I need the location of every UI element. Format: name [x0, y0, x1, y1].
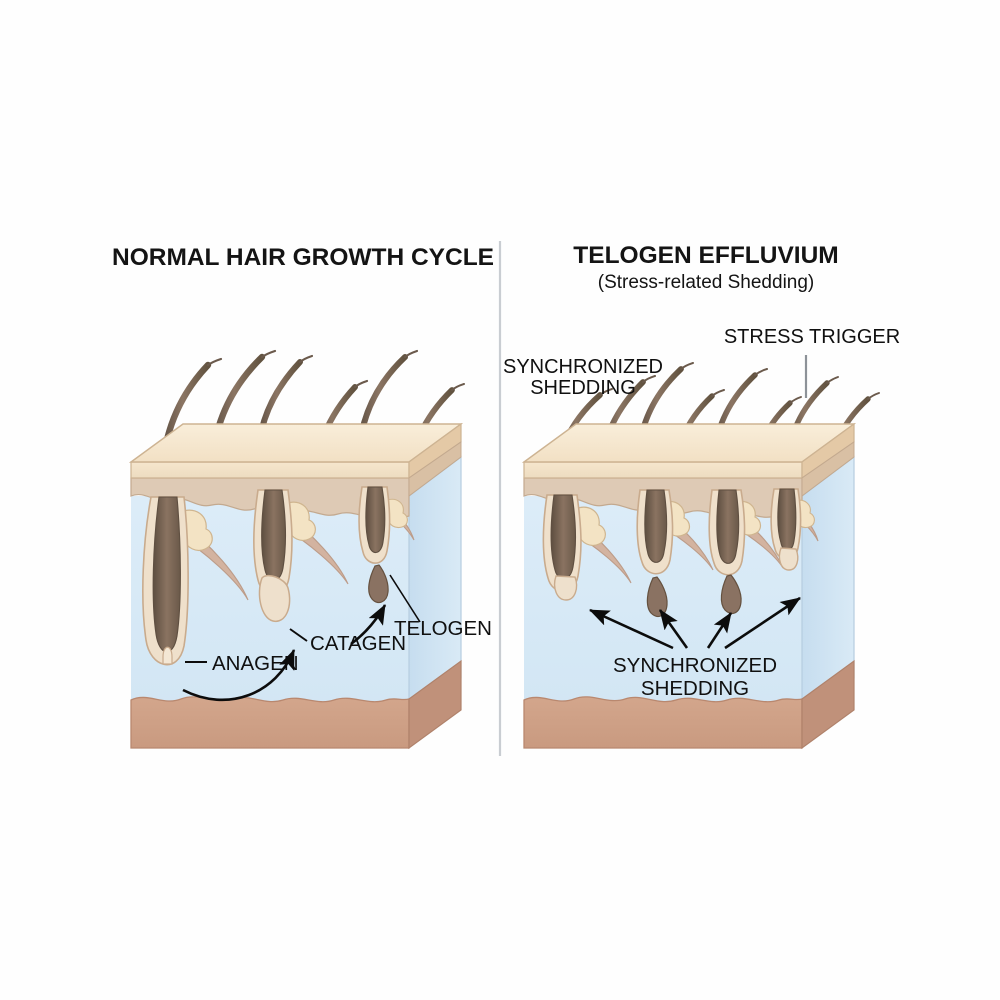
- hair-tip: [711, 389, 725, 397]
- hair-root: [261, 489, 287, 581]
- panel-telogen-effluvium: SYNCHRONIZED SHEDDING STRESS TRIGGER SYN…: [503, 326, 900, 750]
- hair-root: [644, 489, 668, 563]
- hair-tip: [789, 396, 802, 404]
- hair-root: [777, 488, 797, 552]
- label-synchronized-shedding-bottom-line2: SHEDDING: [641, 677, 749, 700]
- cycle-arrow-anagen-to-catagen: [182, 649, 296, 702]
- hypodermis-front: [523, 696, 803, 749]
- hair-tip: [826, 376, 839, 384]
- club-base: [553, 575, 578, 601]
- club-base: [258, 574, 291, 622]
- hair-root: [716, 489, 740, 564]
- shed-club-hair: [720, 574, 742, 615]
- hair-root: [152, 496, 181, 653]
- cycle-arrow-catagen-to-telogen: [350, 604, 387, 646]
- label-synchronized-shedding-top-line1: SYNCHRONIZED: [503, 356, 663, 378]
- leader-line-telogen: [389, 574, 421, 623]
- hair-tip: [599, 388, 613, 396]
- hair-tip: [260, 349, 277, 359]
- hair-tip: [754, 368, 768, 376]
- shed-club-hair: [368, 564, 389, 604]
- hypodermis-side: [408, 659, 462, 750]
- hair-root: [550, 494, 577, 580]
- papillary-side: [408, 441, 462, 497]
- panel-subtitle-telogen-effluvium: (Stress-related Shedding): [598, 272, 815, 293]
- hair-tip: [403, 349, 419, 359]
- panel-normal: ANAGEN CATAGEN TELOGEN: [128, 349, 492, 750]
- hair-tip: [642, 375, 656, 383]
- shedding-arrow-left: [589, 608, 674, 650]
- label-stress-trigger: STRESS TRIGGER: [724, 326, 900, 348]
- label-synchronized-shedding-top-line2: SHEDDING: [530, 377, 636, 399]
- panel-title-normal: NORMAL HAIR GROWTH CYCLE: [112, 244, 494, 271]
- label-telogen: TELOGEN: [394, 617, 492, 640]
- label-synchronized-shedding-bottom-line1: SYNCHRONIZED: [613, 654, 777, 677]
- follicle-catagen: [253, 489, 349, 622]
- follicles-telogen-effluvium: [542, 488, 819, 618]
- club-base: [778, 547, 799, 571]
- epidermis-top: [128, 423, 464, 463]
- shedding-arrow-right: [724, 596, 801, 650]
- label-anagen: ANAGEN: [212, 652, 299, 675]
- papillary-side: [801, 441, 855, 497]
- panel-title-telogen-effluvium: TELOGEN EFFLUVIUM: [573, 242, 838, 269]
- follicle-anagen: [142, 496, 249, 666]
- hypodermis-front: [130, 696, 410, 749]
- follicle-telogen: [358, 486, 415, 604]
- hair-tip: [298, 354, 314, 364]
- label-catagen: CATAGEN: [310, 632, 406, 655]
- shedding-arrow-center-right: [706, 612, 733, 649]
- hair-root: [365, 486, 386, 554]
- epidermis-front: [130, 461, 410, 479]
- hair-tip: [867, 392, 880, 400]
- hair-tip: [206, 357, 223, 367]
- hypodermis-side: [801, 659, 855, 750]
- shedding-arrow-center-left: [658, 609, 689, 649]
- hair-tip: [353, 379, 369, 389]
- hair-tip: [451, 383, 465, 391]
- dermal-papilla: [162, 646, 173, 665]
- epidermis-front: [523, 461, 803, 479]
- leader-line-catagen: [289, 628, 308, 642]
- epidermis-top: [521, 423, 857, 463]
- hair-tip: [680, 362, 694, 370]
